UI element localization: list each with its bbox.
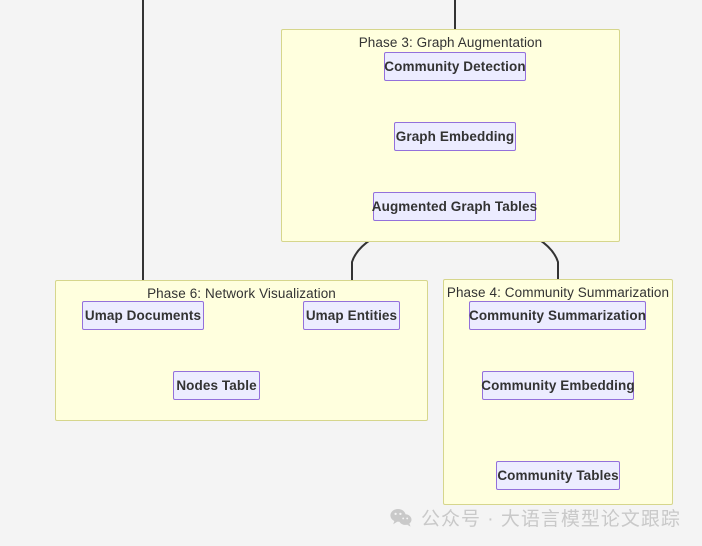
node-nodes-table[interactable]: Nodes Table [173,371,260,400]
cluster-label-phase-4: Phase 4: Community Summarization [446,285,670,300]
node-umap-documents[interactable]: Umap Documents [82,301,204,330]
node-community-detection[interactable]: Community Detection [384,52,526,81]
node-graph-embedding[interactable]: Graph Embedding [394,122,516,151]
node-community-tables[interactable]: Community Tables [496,461,620,490]
cluster-label-phase-6: Phase 6: Network Visualization [147,286,336,301]
watermark-text: 公众号 · 大语言模型论文跟踪 [421,509,681,530]
node-augmented-graph-tables[interactable]: Augmented Graph Tables [372,192,537,221]
watermark: 公众号 · 大语言模型论文跟踪 [390,504,681,531]
cluster-label-phase-3: Phase 3: Graph Augmentation [358,35,543,50]
node-community-embedding[interactable]: Community Embedding [481,371,635,400]
node-community-summarization[interactable]: Community Summarization [469,301,646,330]
wechat-icon [390,508,412,527]
node-umap-entities[interactable]: Umap Entities [303,301,400,330]
